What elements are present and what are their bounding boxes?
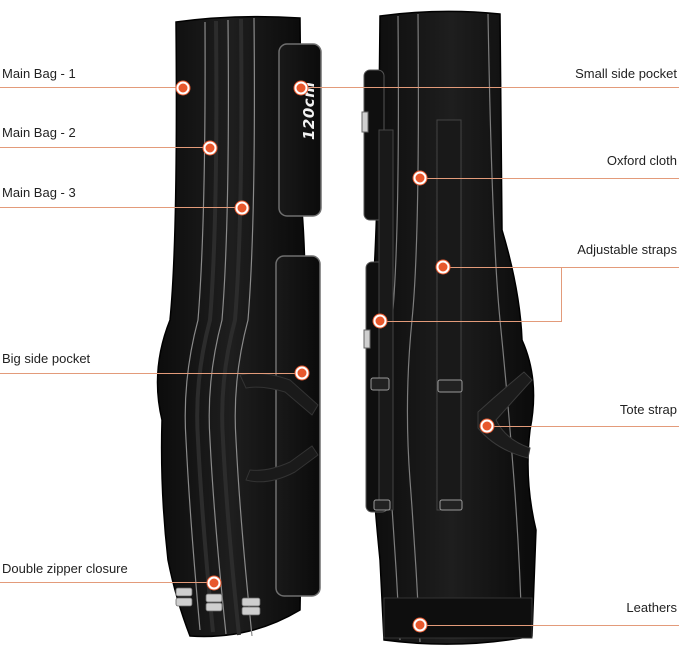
label-small-side-pocket: Small side pocket xyxy=(575,66,677,81)
marker-main-bag-1 xyxy=(176,81,190,95)
leader-line-small-side-pocket xyxy=(301,87,679,88)
label-main-bag-2: Main Bag - 2 xyxy=(2,125,76,140)
label-main-bag-1: Main Bag - 1 xyxy=(2,66,76,81)
zipper-seam-1 xyxy=(184,21,206,631)
marker-adjustable-strap-1 xyxy=(436,260,450,274)
label-main-bag-3: Main Bag - 3 xyxy=(2,185,76,200)
zipper-seam-2 xyxy=(208,19,229,635)
leader-line-main-bag-2 xyxy=(0,147,210,148)
label-double-zipper-closure: Double zipper closure xyxy=(2,561,128,576)
marker-main-bag-3 xyxy=(235,201,249,215)
leader-line-adjustable-straps-2 xyxy=(380,321,562,322)
marker-adjustable-strap-2 xyxy=(373,314,387,328)
marker-oxford-cloth xyxy=(413,171,427,185)
marker-double-zipper xyxy=(207,576,221,590)
zipper-seam-3 xyxy=(234,17,255,637)
label-big-side-pocket: Big side pocket xyxy=(2,351,91,366)
marker-tote-strap xyxy=(480,419,494,433)
marker-main-bag-2 xyxy=(203,141,217,155)
leathers-panel xyxy=(383,597,533,639)
label-tote-strap: Tote strap xyxy=(619,402,677,417)
marker-leathers xyxy=(413,618,427,632)
left-bag xyxy=(156,15,322,638)
leader-line-oxford-cloth xyxy=(420,178,679,179)
leader-line-main-bag-1 xyxy=(0,87,183,88)
marker-big-side-pocket xyxy=(295,366,309,380)
zipper-pulls xyxy=(175,587,261,616)
right-bag xyxy=(361,10,537,645)
leader-line-tote-strap xyxy=(487,426,679,427)
leader-line-leathers xyxy=(420,625,679,626)
label-adjustable-straps: Adjustable straps xyxy=(577,242,677,257)
adjustable-strap-2 xyxy=(436,119,462,511)
leader-line-big-side-pocket xyxy=(0,373,302,374)
label-oxford-cloth: Oxford cloth xyxy=(606,153,677,168)
leader-line-adjustable-straps-bracket xyxy=(561,267,562,321)
leader-line-main-bag-3 xyxy=(0,207,242,208)
big-side-pocket xyxy=(275,255,321,597)
marker-small-side-pocket xyxy=(294,81,308,95)
leader-line-double-zipper xyxy=(0,582,214,583)
tote-strap-right xyxy=(477,371,533,459)
label-leathers: Leathers xyxy=(626,600,677,615)
